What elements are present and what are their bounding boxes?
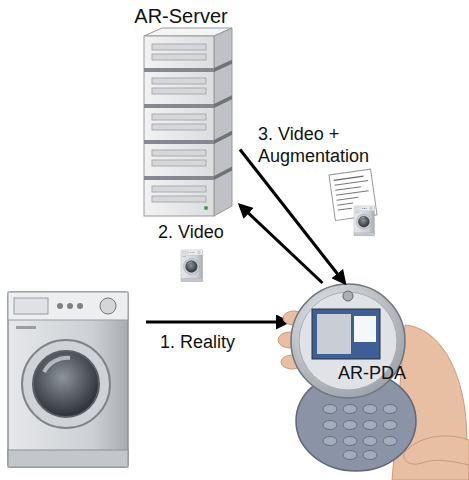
document-line [334,181,368,186]
server-drive-slot [152,160,206,166]
node-title: AR-PDA [338,363,418,385]
pda-key [343,437,357,446]
document-line [338,208,352,210]
pda-key [363,451,377,460]
pda-key [343,405,357,414]
document-line [334,176,364,180]
document-line [335,187,361,191]
video-washer-icon [181,250,203,282]
server-side [214,28,232,216]
pda-key [363,437,377,446]
server-drive-slot [152,44,206,50]
washing-machine [8,292,128,467]
pda-screen-note [354,316,376,342]
server-drive-slot [152,186,206,192]
pda-key [383,405,397,414]
server-drive-slot [152,124,206,130]
arrow-label: 1. Reality [160,332,270,354]
device-node: AR-PDA [290,283,420,473]
server-band [144,68,214,72]
server-drive-slot [152,196,206,202]
server-drive-slot [152,88,206,94]
document-line [337,197,359,200]
pda-key [383,437,397,446]
pda-key [323,405,337,414]
server-node: AR-Server [122,4,240,218]
server-side-band [214,95,232,108]
document-line [337,203,353,205]
pda-key [363,405,377,414]
pda-button [343,291,353,301]
augmentation-washer-icon [354,206,374,236]
pda-key [343,451,357,460]
pda-key [323,421,337,430]
pda-key [343,421,357,430]
edge-label: 3. Video + Augmentation [258,124,393,167]
server-front [144,36,214,216]
pda-key [383,421,397,430]
server-band [144,104,214,108]
server-led [204,206,208,210]
server-drive-slot [152,78,206,84]
pointing-finger [404,436,469,465]
server-drive-slot [152,114,206,120]
server-side-band [214,166,232,180]
server-drive-slot [152,150,206,156]
server-side-band [214,60,232,72]
flow-arrow [240,150,345,283]
pda-screen [312,309,380,359]
pda-key [363,421,377,430]
flow-arrow [240,205,323,283]
node-outline [122,4,240,218]
pda-key [323,437,337,446]
edge-label: 2. Video [158,222,248,244]
document-line [336,191,369,196]
pda-screen-video [317,314,351,354]
reality-arrow [146,321,288,324]
server-band [144,140,214,144]
node-title: AR-Server [122,4,240,28]
server-side-band [214,131,232,144]
server-drive-slot [152,54,206,60]
server-band [144,176,214,180]
